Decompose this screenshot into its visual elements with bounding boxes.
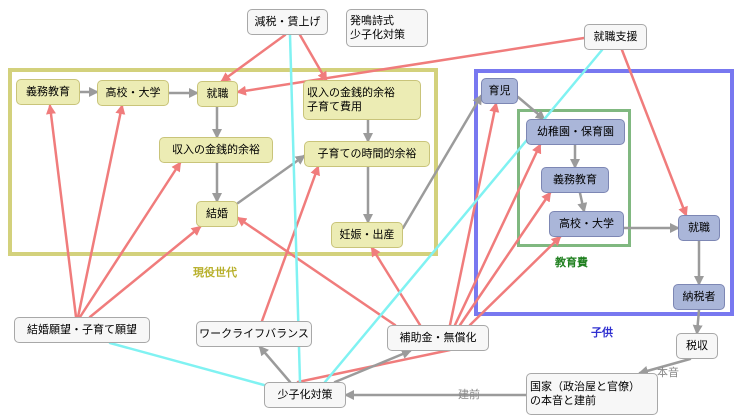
node-income-margin-childcare-cost: 収入の金銭的余裕 子育て費用 [303, 80, 421, 120]
node-pregnancy-birth: 妊娠・出産 [331, 222, 403, 248]
edge-sub-to-preg [370, 246, 422, 327]
node-high-school-university: 高校・大学 [97, 80, 169, 106]
node-propaganda-policy: 発鳴詩式 少子化対策 [346, 9, 428, 47]
node-child-compulsory-education: 義務教育 [541, 167, 609, 193]
node-marriage: 結婚 [196, 201, 238, 227]
node-propaganda-line-2: 少子化対策 [350, 28, 405, 41]
current-generation-label: 現役世代 [193, 266, 237, 279]
child-group-label: 子供 [591, 326, 613, 339]
node-propaganda-line-1: 発鳴詩式 [350, 14, 394, 27]
node-subsidy-free-service: 補助金・無償化 [387, 325, 489, 351]
node-child-high-school-university: 高校・大学 [549, 211, 624, 237]
node-job-support: 就職支援 [584, 24, 647, 50]
node-government-line-2: の本音と建前 [530, 394, 596, 407]
node-childcare: 育児 [481, 78, 518, 104]
node-child-employment: 就職 [678, 215, 720, 241]
node-income-margin: 収入の金銭的余裕 [159, 137, 273, 163]
edge-desire-cyan [108, 341, 266, 387]
node-government-honne-tatemae: 国家（政治屋と官僚） の本音と建前 [526, 373, 658, 415]
node-birthrate-policy: 少子化対策 [264, 382, 346, 408]
edge-label-tatemae: 建前 [458, 388, 480, 401]
node-income-cost-line-1: 収入の金銭的余裕 [307, 86, 395, 99]
edge-policy-to-sub [333, 349, 412, 384]
node-employment: 就職 [197, 81, 238, 107]
edge-label-honne: 本音 [657, 366, 679, 379]
education-cost-label: 教育費 [555, 256, 588, 269]
node-compulsory-education: 義務教育 [16, 79, 80, 105]
node-income-cost-line-2: 子育て費用 [307, 100, 362, 113]
node-taxpayer: 納税者 [673, 284, 725, 310]
node-work-life-balance: ワークライフバランス [196, 321, 312, 347]
node-time-margin: 子育ての時間的余裕 [304, 141, 430, 167]
node-marriage-childrearing-desire: 結婚願望・子育て願望 [14, 317, 150, 343]
edge-policy-to-wlb [258, 345, 292, 384]
node-tax-cut-wage-raise: 減税・賃上げ [247, 9, 328, 35]
node-kindergarten-nursery: 幼稚園・保育園 [526, 119, 625, 145]
node-tax-revenue: 税収 [676, 333, 718, 359]
edge-policy-to-edu-branch [296, 348, 452, 384]
node-government-line-1: 国家（政治屋と官僚） [530, 380, 640, 393]
